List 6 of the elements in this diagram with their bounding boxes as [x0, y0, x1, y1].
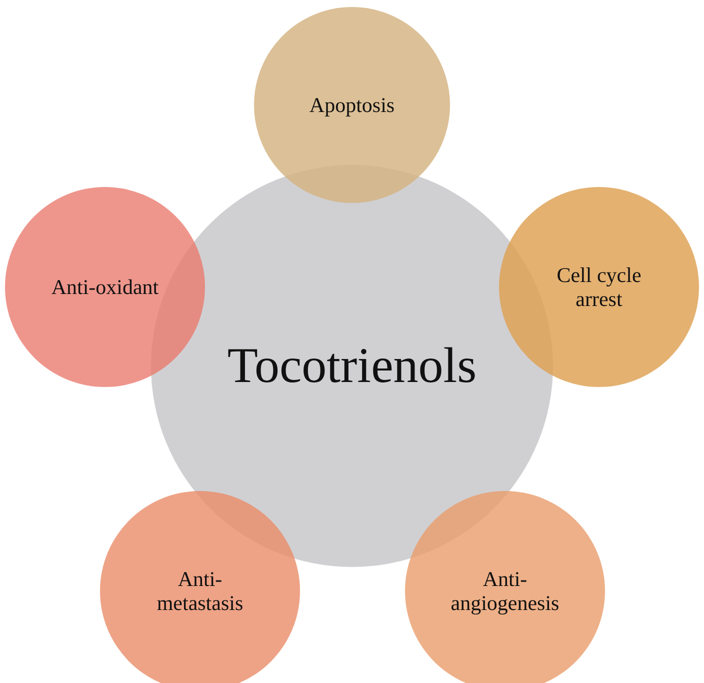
- circle-label: Apoptosis: [309, 92, 395, 118]
- circle-label: Anti- angiogenesis: [450, 566, 560, 616]
- circle-label: Anti-oxidant: [51, 274, 159, 300]
- circle-label: Anti- metastasis: [156, 566, 244, 616]
- center-title: Tocotrienols: [227, 337, 477, 395]
- circle-label: Cell cycle arrest: [556, 262, 642, 312]
